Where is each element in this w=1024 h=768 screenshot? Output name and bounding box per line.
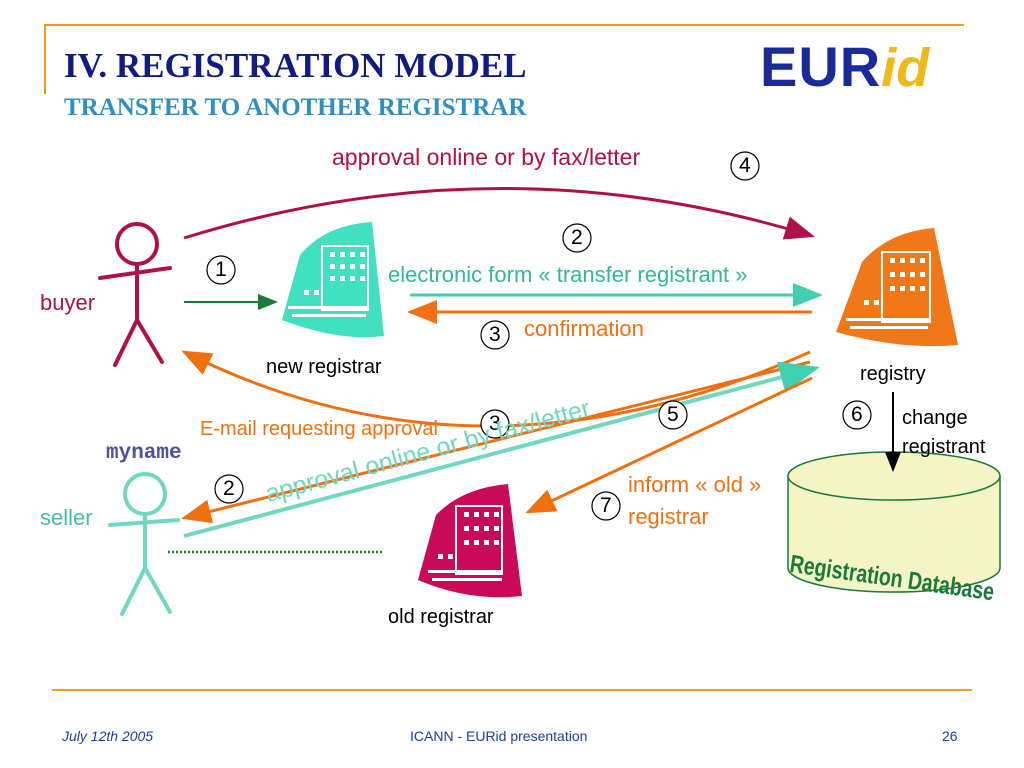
- buyer-label: buyer: [40, 290, 96, 315]
- eurid-logo: EURid: [760, 34, 929, 99]
- label-approval-buyer: approval online or by fax/letter: [332, 144, 641, 170]
- label-email-requesting-approval: E-mail requesting approval: [200, 418, 438, 440]
- top-frame-line: [44, 24, 964, 26]
- old-registrar-label: old registrar: [388, 606, 494, 628]
- registry-label: registry: [860, 363, 926, 385]
- arrow-email-request-seller: [181, 360, 811, 524]
- seller-label: seller: [40, 505, 93, 530]
- registration-database-cylinder: [787, 451, 1001, 593]
- step-number-3-bottom: 3: [489, 412, 501, 435]
- old-registrar-building: [418, 484, 522, 598]
- step-number-6: 6: [851, 403, 863, 426]
- step-circle-2-bottom: [214, 474, 244, 504]
- left-frame-line: [44, 24, 46, 94]
- step-circle-7: [591, 491, 621, 521]
- logo-accent-text: id: [881, 38, 930, 98]
- step-number-1: 1: [215, 258, 227, 281]
- label-electronic-form: electronic form « transfer registrant »: [388, 262, 748, 287]
- label-inform-old-registrar: inform « old » registrar: [628, 472, 762, 529]
- label-confirmation: confirmation: [524, 316, 644, 341]
- arrow-inform-old-registrar: [525, 376, 813, 514]
- bottom-frame-line: [52, 689, 972, 691]
- logo-main-text: EUR: [760, 35, 882, 98]
- new-registrar-building: [282, 222, 384, 338]
- step-number-2-top: 2: [571, 226, 583, 249]
- step-circle-6: [842, 400, 872, 430]
- buyer-figure: [98, 222, 172, 367]
- step-circle-2-top: [562, 223, 592, 253]
- step-number-5: 5: [667, 403, 679, 426]
- arrow-approval-buyer-registry: [183, 187, 815, 240]
- slide-subtitle: TRANSFER TO ANOTHER REGISTRAR: [64, 94, 527, 121]
- new-registrar-label: new registrar: [266, 356, 382, 378]
- step-circle-3-top: [480, 320, 510, 350]
- step-circle-5: [658, 400, 688, 430]
- footer-date: July 12th 2005: [62, 728, 154, 744]
- step-number-3-top: 3: [489, 323, 501, 346]
- step-circle-1: [206, 255, 236, 285]
- step-number-7: 7: [600, 494, 612, 517]
- registry-building: [836, 228, 958, 347]
- arrow-seller-approval-registry: [183, 361, 820, 538]
- step-circle-4: [730, 151, 760, 181]
- seller-figure: [108, 472, 180, 616]
- footer-presentation: ICANN - EURid presentation: [410, 728, 588, 744]
- step-number-4: 4: [739, 154, 751, 177]
- step-number-2-bottom: 2: [223, 477, 235, 500]
- slide-title: IV. REGISTRATION MODEL: [64, 46, 527, 85]
- footer-page-number: 26: [942, 728, 958, 744]
- label-change-registrant: change registrant: [902, 407, 986, 458]
- seller-domain-tag: myname: [106, 442, 182, 465]
- step-circle-3-bottom: [480, 409, 510, 439]
